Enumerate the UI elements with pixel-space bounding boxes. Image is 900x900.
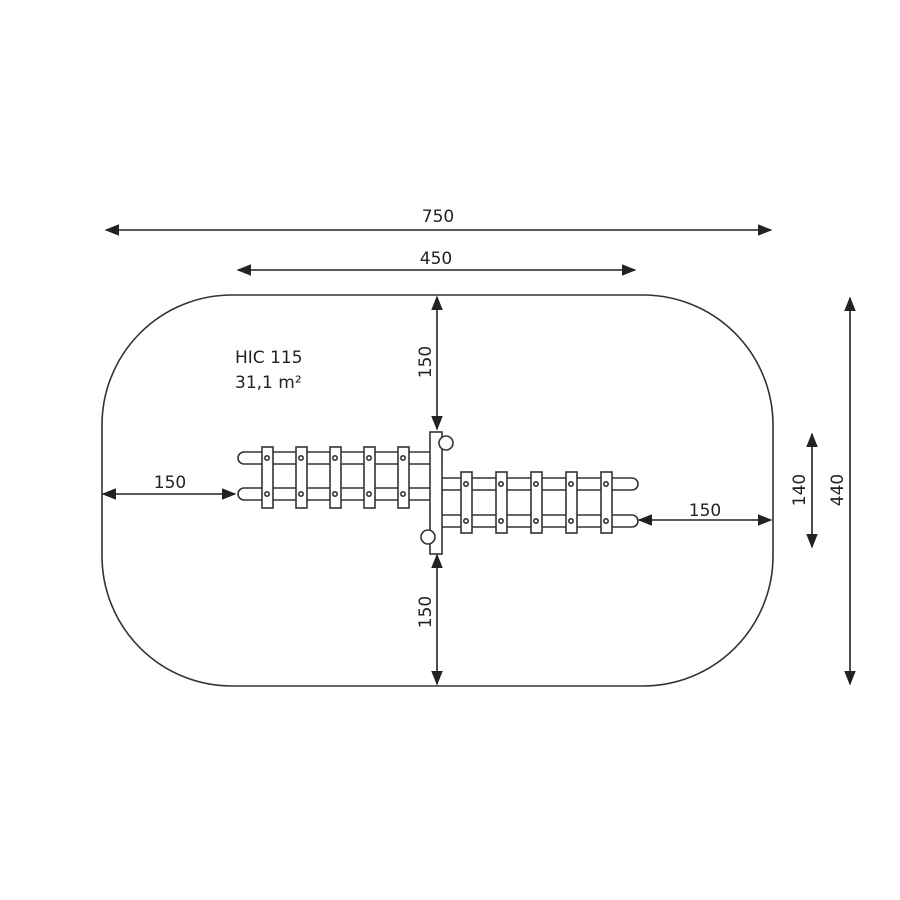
bolt: [602, 480, 609, 487]
bolt: [567, 517, 574, 524]
bolt: [532, 480, 539, 487]
bolt: [365, 490, 372, 497]
ladder-rung-left: [295, 446, 308, 509]
dim-label-equipment-width: 140: [790, 474, 810, 506]
dim-label-clearance-bottom: 150: [416, 596, 436, 628]
ladder-rung-left: [261, 446, 274, 509]
bolt: [297, 454, 304, 461]
bolt: [263, 454, 270, 461]
climbing-equipment: [237, 431, 639, 555]
product-code: HIC 115: [235, 348, 303, 368]
bolt: [263, 490, 270, 497]
bolt: [365, 454, 372, 461]
bolt: [462, 480, 469, 487]
ladder-rung-right: [460, 471, 473, 534]
dim-label-total-width: 440: [828, 474, 848, 506]
dim-label-clearance-left: 150: [154, 473, 186, 493]
dim-label-total-length: 750: [422, 207, 454, 227]
ladder-rung-right: [565, 471, 578, 534]
bolt: [532, 517, 539, 524]
ladder-rung-left: [329, 446, 342, 509]
ladder-rung-right: [600, 471, 613, 534]
bolt: [567, 480, 574, 487]
bolt: [399, 454, 406, 461]
ladder-rung-left: [363, 446, 376, 509]
dim-label-clearance-right: 150: [689, 501, 721, 521]
ladder-rung-right: [495, 471, 508, 534]
bolt: [602, 517, 609, 524]
product-area: 31,1 m²: [235, 373, 302, 393]
dim-label-clearance-top: 150: [416, 346, 436, 378]
dim-label-equipment-length: 450: [420, 249, 452, 269]
post-cap-top: [438, 435, 454, 451]
bolt: [497, 480, 504, 487]
ladder-rung-right: [530, 471, 543, 534]
bolt: [399, 490, 406, 497]
ladder-rung-left: [397, 446, 410, 509]
center-post: [429, 431, 443, 555]
bolt: [331, 454, 338, 461]
bolt: [462, 517, 469, 524]
bolt: [297, 490, 304, 497]
post-cap-bottom: [420, 529, 436, 545]
bolt: [331, 490, 338, 497]
bolt: [497, 517, 504, 524]
